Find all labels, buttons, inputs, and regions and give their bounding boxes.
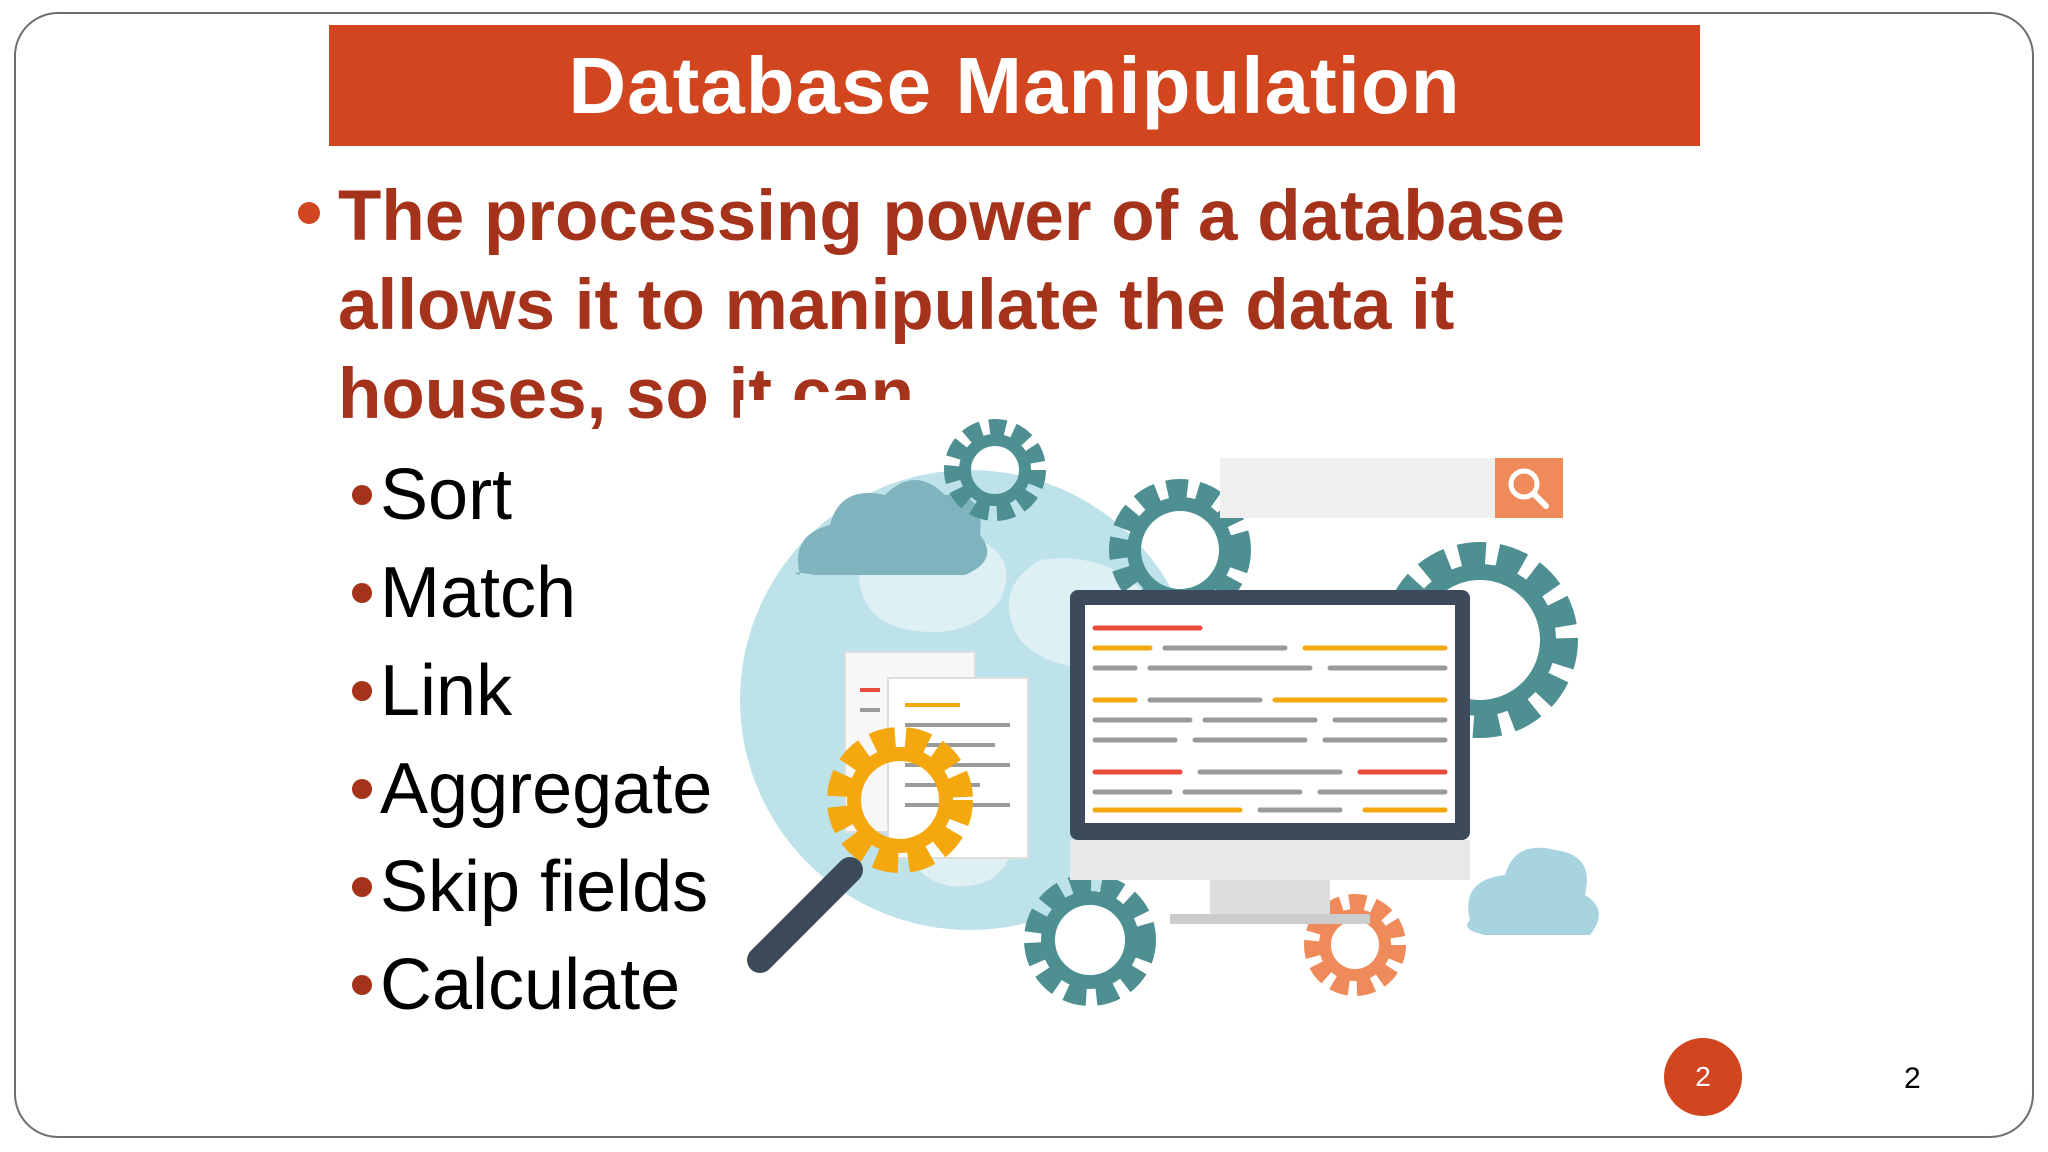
sub-bullet-item: Calculate (352, 936, 712, 1034)
sub-bullet-dot (352, 583, 372, 603)
sub-bullet-text: Match (380, 553, 577, 633)
cloud-icon (1467, 847, 1599, 935)
sub-bullet-item: Link (352, 642, 712, 740)
sub-bullet-list: Sort Match Link Aggregate Skip fields Ca… (352, 446, 712, 1034)
cloud-icon (795, 480, 988, 575)
bullet-dot (298, 202, 320, 224)
sub-bullet-dot (352, 485, 372, 505)
title-bar: Database Manipulation (329, 25, 1700, 146)
search-button (1495, 458, 1563, 518)
sub-bullet-text: Sort (380, 455, 513, 535)
magnifier-icon (747, 727, 973, 973)
sub-bullet-item: Skip fields (352, 838, 712, 936)
slide-title: Database Manipulation (568, 40, 1461, 130)
sub-bullet-item: Match (352, 544, 712, 642)
sub-bullet-text: Calculate (380, 945, 681, 1025)
page-badge-number: 2 (1695, 1061, 1711, 1092)
main-bullet: The processing power of a database allow… (298, 172, 1698, 439)
gear-icon (944, 419, 1046, 521)
page-badge: 2 (1664, 1038, 1742, 1116)
gear-icon (1024, 874, 1156, 1006)
sub-bullet-item: Sort (352, 446, 712, 544)
monitor-icon (1070, 590, 1470, 924)
illustration-svg (740, 419, 1599, 1006)
sub-bullet-item: Aggregate (352, 740, 712, 838)
sub-bullet-dot (352, 877, 372, 897)
database-illustration (740, 400, 1600, 1010)
search-icon (1508, 468, 1549, 509)
sub-bullet-dot (352, 681, 372, 701)
main-bullet-text: The processing power of a database allow… (338, 177, 1566, 434)
sub-bullet-text: Link (380, 651, 513, 731)
sub-bullet-dot (352, 975, 372, 995)
page-number: 2 (1904, 1062, 1921, 1095)
sub-bullet-dot (352, 779, 372, 799)
sub-bullet-text: Aggregate (380, 749, 713, 829)
sub-bullet-text: Skip fields (380, 847, 709, 927)
search-bar (1220, 458, 1563, 518)
